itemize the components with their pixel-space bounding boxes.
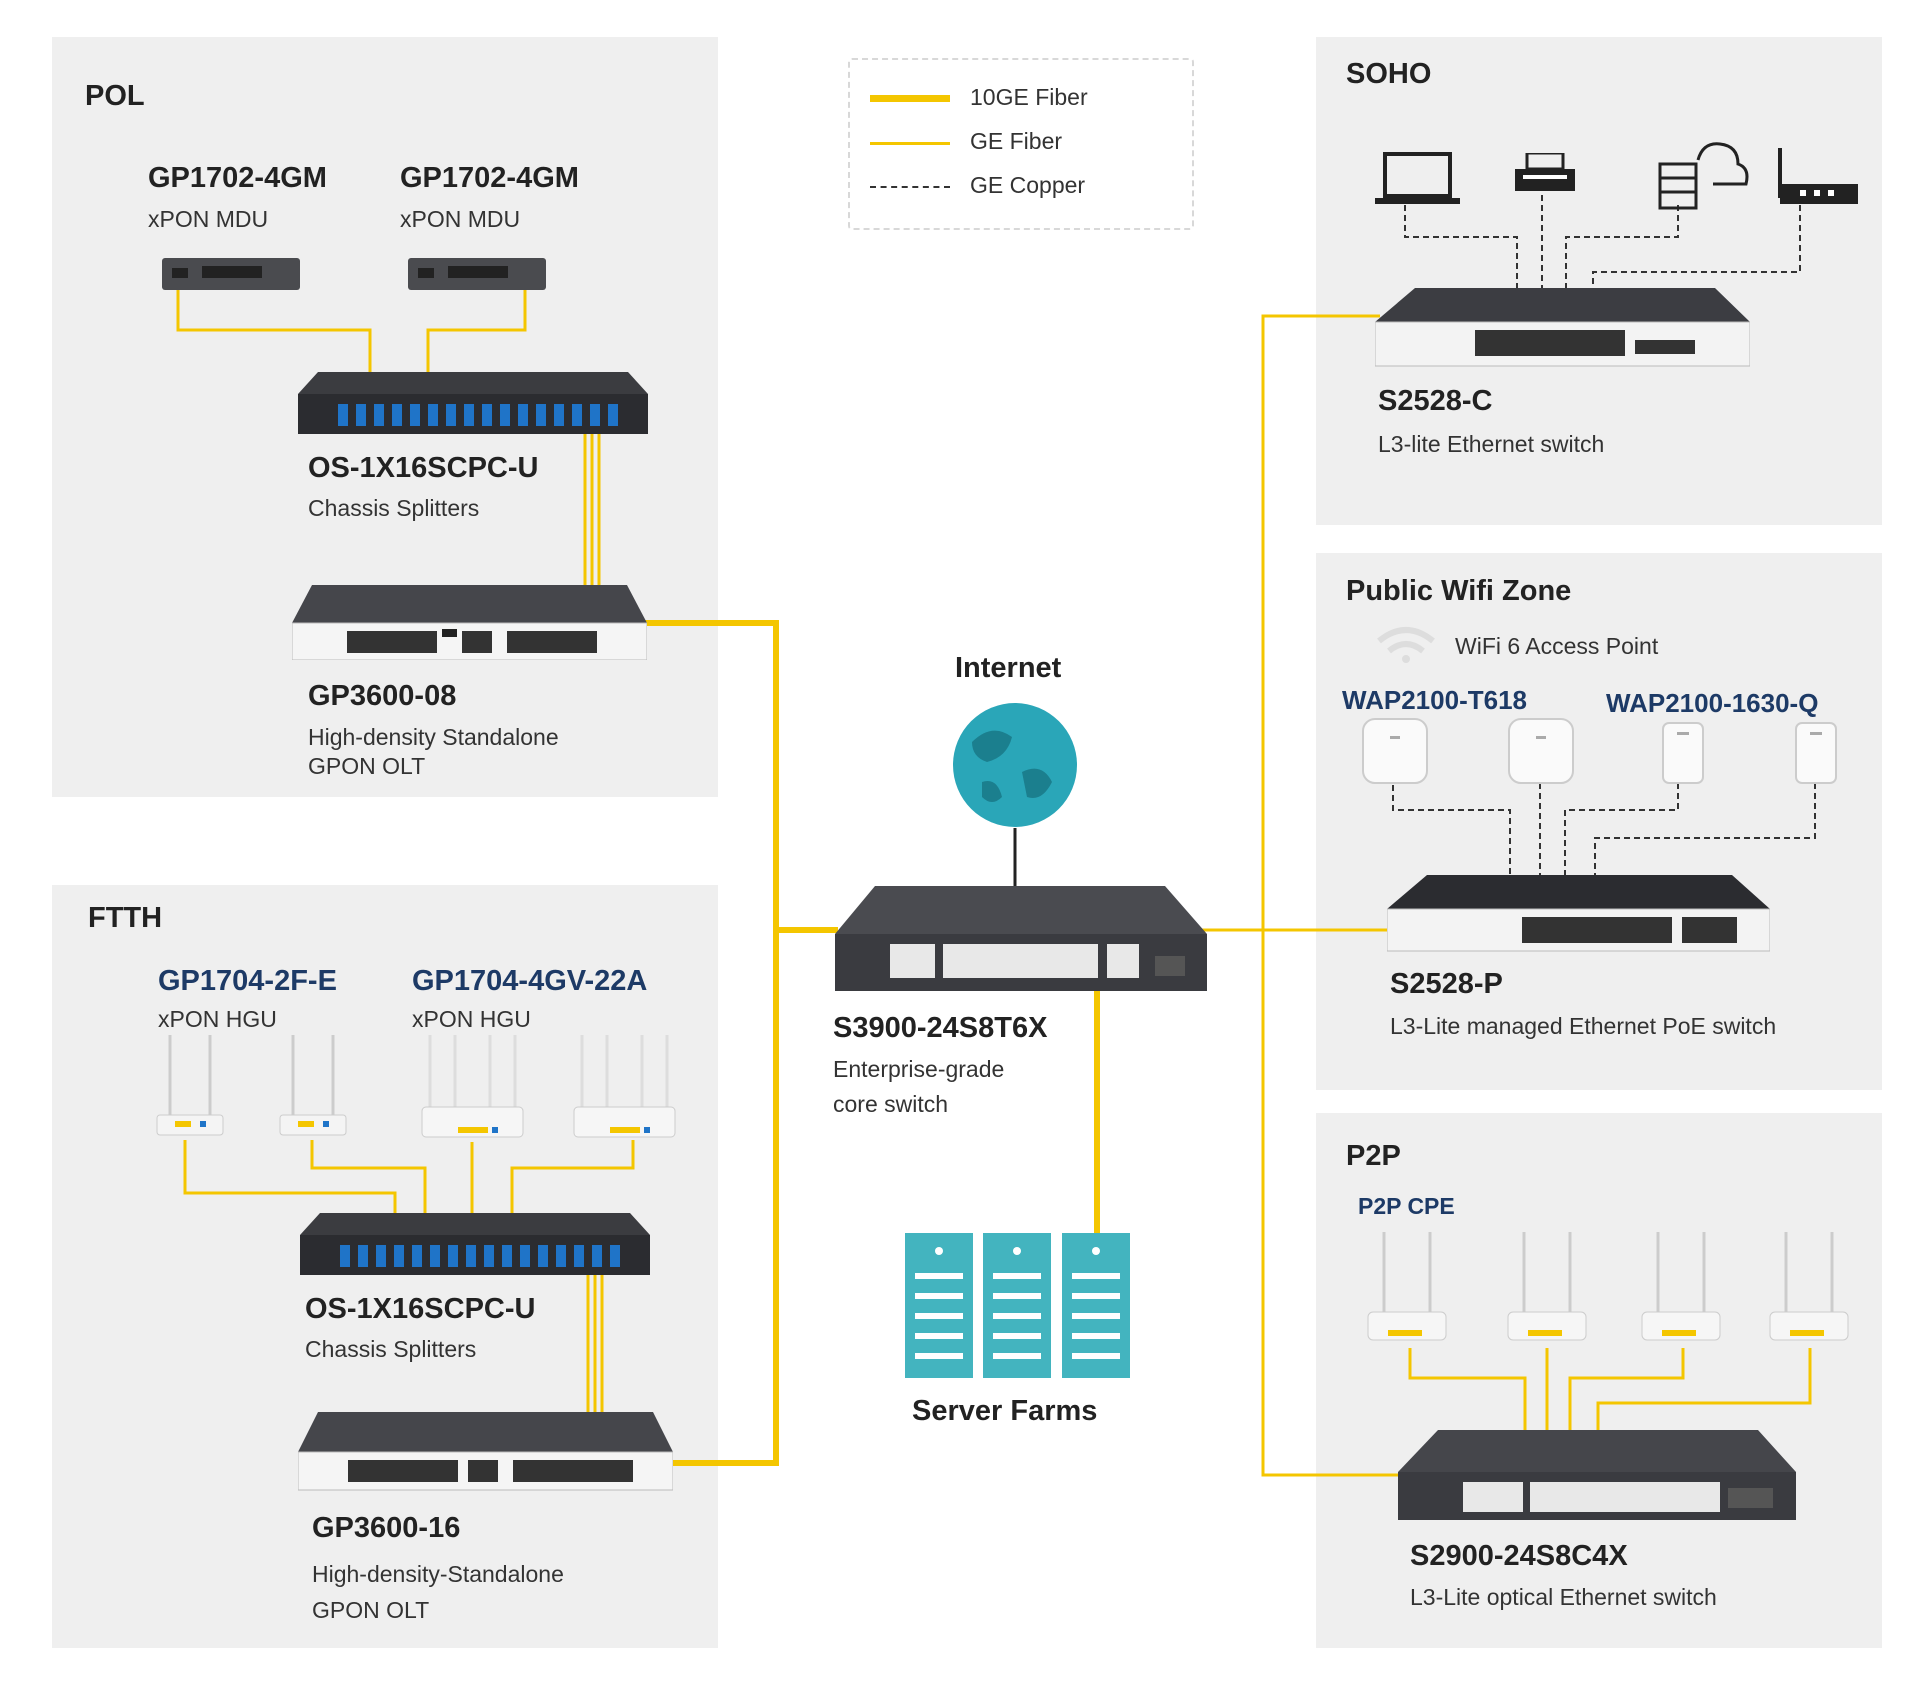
pol-olt-sub1: High-density Standalone — [308, 724, 559, 750]
ap-ceiling-device — [1362, 718, 1428, 784]
ftth-olt-sub2: GPON OLT — [312, 1597, 430, 1623]
hgu-router — [156, 1035, 224, 1136]
pol-splitter-name: OS-1X16SCPC-U — [308, 452, 539, 484]
core-switch-sub2: core switch — [833, 1091, 949, 1117]
hgu-router — [279, 1035, 347, 1136]
ftth-olt-name: GP3600-16 — [312, 1512, 461, 1544]
pol-splitter-sub: Chassis Splitters — [308, 495, 480, 521]
cpe-router — [1769, 1232, 1849, 1341]
poe-switch-device — [1387, 875, 1770, 952]
wifi-ap2-name: WAP2100-1630-Q — [1606, 688, 1819, 718]
server-rack-icon — [905, 1233, 1130, 1378]
soho-switch-device — [1375, 288, 1750, 367]
pol-olt-sub2: GPON OLT — [308, 753, 426, 779]
wifi-ap1-name: WAP2100-T618 — [1342, 685, 1527, 715]
wifi-icon — [1377, 627, 1435, 663]
legend: 10GE Fiber GE Fiber GE Copper — [848, 58, 1194, 230]
soho-switch-sub: L3-lite Ethernet switch — [1378, 431, 1605, 457]
p2p-cpe-label: P2P CPE — [1358, 1193, 1455, 1219]
ftth-hgu1-name: GP1704-2F-E — [158, 965, 337, 997]
globe-icon — [953, 703, 1077, 827]
soho-panel — [1316, 37, 1882, 525]
p2p-switch-sub: L3-Lite optical Ethernet switch — [1410, 1584, 1717, 1610]
chassis-splitter-device — [298, 372, 648, 434]
cpe-router — [1507, 1232, 1587, 1341]
legend-ge-fiber: GE Fiber — [970, 128, 1063, 154]
pol-mdu2-sub: xPON MDU — [400, 206, 521, 232]
hgu-router — [573, 1035, 676, 1138]
pol-mdu2-name: GP1702-4GM — [400, 162, 579, 194]
core-switch-sub1: Enterprise-grade — [833, 1056, 1005, 1082]
wifi-switch-name: S2528-P — [1390, 968, 1503, 1000]
core-switch-device — [835, 886, 1207, 991]
p2p-panel — [1316, 1113, 1882, 1648]
ftth-hgu2-name: GP1704-4GV-22A — [412, 965, 648, 997]
soho-switch-name: S2528-C — [1378, 385, 1493, 417]
wifi-title: Public Wifi Zone — [1346, 575, 1572, 607]
ftth-hgu2-sub: xPON HGU — [412, 1006, 531, 1032]
mdu-device — [408, 258, 546, 290]
ap-wall-device — [1795, 722, 1837, 784]
server-cloud-icon — [1658, 142, 1749, 210]
ftth-title: FTTH — [88, 902, 163, 934]
internet-label: Internet — [955, 652, 1062, 684]
optical-switch-device — [1398, 1430, 1796, 1520]
p2p-switch-name: S2900-24S8C4X — [1410, 1540, 1628, 1572]
mdu-device — [162, 258, 300, 290]
router-icon — [1778, 148, 1858, 204]
ftth-splitter-name: OS-1X16SCPC-U — [305, 1293, 536, 1325]
ftth-hgu1-sub: xPON HGU — [158, 1006, 277, 1032]
cpe-router — [1367, 1232, 1447, 1341]
legend-copper-swatch — [870, 186, 950, 188]
pol-mdu1-name: GP1702-4GM — [148, 162, 327, 194]
wifi-ap-caption: WiFi 6 Access Point — [1455, 633, 1659, 659]
p2p-title: P2P — [1346, 1140, 1401, 1172]
soho-title: SOHO — [1346, 58, 1432, 90]
legend-10ge-swatch — [870, 95, 950, 102]
chassis-splitter-device — [300, 1213, 650, 1275]
core-switch-name: S3900-24S8T6X — [833, 1012, 1048, 1044]
olt-device — [298, 1412, 673, 1491]
ftth-olt-sub1: High-density-Standalone — [312, 1561, 564, 1587]
ap-wall-device — [1662, 722, 1704, 784]
pol-title: POL — [85, 80, 145, 112]
pol-olt-name: GP3600-08 — [308, 680, 457, 712]
olt-device — [292, 585, 647, 660]
printer-icon — [1515, 153, 1575, 191]
ap-ceiling-device — [1508, 718, 1574, 784]
laptop-icon — [1375, 152, 1460, 204]
legend-10ge-fiber: 10GE Fiber — [970, 84, 1088, 110]
wifi-switch-sub: L3-Lite managed Ethernet PoE switch — [1390, 1013, 1777, 1039]
legend-ge-copper: GE Copper — [970, 172, 1086, 198]
pol-mdu1-sub: xPON MDU — [148, 206, 269, 232]
legend-ge-fiber-swatch — [870, 142, 950, 145]
hgu-router — [421, 1035, 524, 1138]
cpe-router — [1641, 1232, 1721, 1341]
server-farms-label: Server Farms — [912, 1395, 1098, 1427]
ftth-splitter-sub: Chassis Splitters — [305, 1336, 477, 1362]
